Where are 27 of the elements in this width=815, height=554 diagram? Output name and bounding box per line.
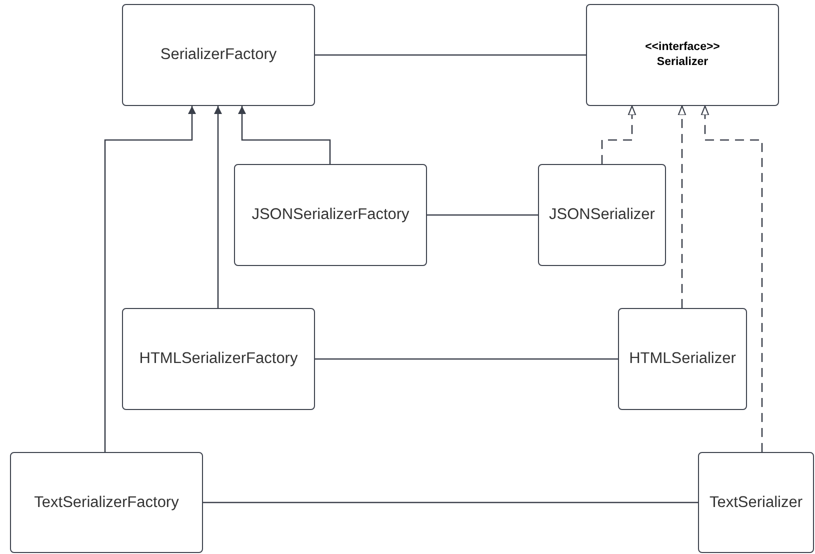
inheritance-arrow [104, 106, 196, 452]
class-box [234, 164, 427, 266]
stereotype-label: <<interface>> [645, 40, 720, 55]
class-box [586, 4, 779, 106]
class-name: SerializerFactory [160, 46, 277, 64]
class-name: Serializer [656, 55, 708, 70]
class-box [698, 452, 814, 553]
class-name: TextSerializer [709, 494, 803, 512]
association-line [427, 214, 538, 216]
inheritance-arrow [214, 106, 222, 308]
realization-arrow [678, 105, 686, 308]
association-line [203, 502, 698, 504]
class-box [122, 4, 315, 106]
association-line [315, 54, 586, 56]
realization-arrow [601, 105, 636, 164]
class-box [122, 308, 315, 410]
class-name: HTMLSerializer [629, 350, 736, 368]
class-name: HTMLSerializerFactory [139, 350, 298, 368]
realization-arrow [700, 105, 763, 452]
class-box [538, 164, 666, 266]
inheritance-arrow [238, 106, 331, 164]
class-box [10, 452, 203, 553]
class-name: JSONSerializerFactory [252, 206, 410, 224]
association-line [315, 358, 618, 360]
class-box [618, 308, 747, 410]
class-name: JSONSerializer [549, 206, 655, 224]
class-name: TextSerializerFactory [34, 494, 179, 512]
